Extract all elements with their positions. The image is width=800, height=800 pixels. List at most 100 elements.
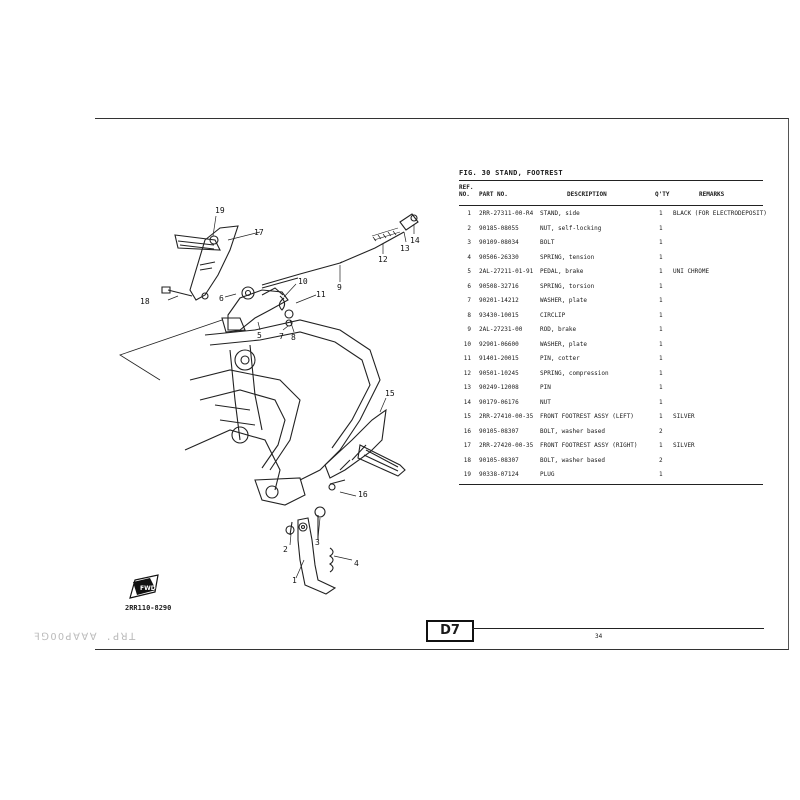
- description-cell: BOLT, washer based: [540, 427, 606, 435]
- parts-table-header: REF. NO. PART NO. DESCRIPTION Q'TY REMAR…: [459, 180, 763, 206]
- faded-bleed-text: ꟻꓨOOꓒꓯꓯꓯ .ꓒꓤꓕ: [34, 632, 137, 643]
- part-no-cell: 2RR-27311-00-R4: [479, 210, 534, 217]
- description-cell: PIN, cotter: [540, 355, 580, 362]
- part-no-cell: 2AL-27231-00: [479, 326, 523, 333]
- qty-cell: 1: [659, 311, 663, 319]
- ref-cell: 10: [463, 340, 471, 348]
- part-no-cell: 90185-08055: [479, 224, 519, 232]
- parts-table: REF. NO. PART NO. DESCRIPTION Q'TY REMAR…: [459, 180, 767, 485]
- qty-cell: 1: [659, 297, 663, 304]
- callout-5: 5: [257, 331, 262, 340]
- part-no-cell: 93430-10015: [479, 311, 519, 319]
- ref-cell: 17: [463, 442, 471, 449]
- part-no-cell: 91401-20015: [479, 355, 519, 362]
- qty-cell: 2: [659, 427, 663, 435]
- callout-1: 1: [292, 576, 297, 585]
- description-cell: WASHER, plate: [540, 340, 587, 348]
- qty-cell: 1: [659, 239, 663, 246]
- ref-cell: 7: [467, 297, 471, 304]
- remarks-cell: SILVER: [673, 442, 695, 449]
- part-no-cell: 90179-06176: [479, 398, 519, 406]
- part-no-cell: 90501-10245: [479, 369, 519, 377]
- description-cell: SPRING, torsion: [540, 282, 595, 290]
- description-cell: FRONT FOOTREST ASSY (LEFT): [540, 413, 634, 420]
- header-description: DESCRIPTION: [567, 191, 607, 198]
- header-part-no: PART NO.: [479, 191, 508, 198]
- callout-14: 14: [410, 236, 420, 245]
- part-no-cell: 92901-06600: [479, 340, 519, 348]
- diagram-code: 2RR110-8290: [125, 604, 172, 612]
- part-no-cell: 90508-32716: [479, 282, 519, 290]
- description-cell: ROD, brake: [540, 326, 577, 333]
- figure-title: FIG. 30 STAND, FOOTREST: [459, 169, 563, 177]
- callout-7: 7: [279, 332, 284, 341]
- table-row: 19 90338-07124 PLUG 1: [459, 467, 763, 482]
- ref-cell: 14: [463, 398, 471, 406]
- callout-15: 15: [385, 389, 395, 398]
- ref-cell: 12: [463, 369, 471, 377]
- qty-cell: 1: [659, 413, 663, 420]
- description-cell: STAND, side: [540, 210, 580, 217]
- callout-9: 9: [337, 283, 342, 292]
- part-no-cell: 90338-07124: [479, 471, 519, 478]
- qty-cell: 1: [659, 355, 663, 362]
- qty-cell: 1: [659, 210, 663, 217]
- ref-cell: 19: [463, 471, 471, 478]
- callout-13: 13: [400, 244, 410, 253]
- description-cell: PIN: [540, 384, 551, 391]
- qty-cell: 1: [659, 471, 663, 478]
- remarks-cell: BLACK (FOR ELECTRODEPOSIT): [673, 210, 767, 217]
- ref-cell: 2: [467, 224, 471, 232]
- qty-cell: 1: [659, 224, 663, 232]
- description-cell: PLUG: [540, 471, 555, 478]
- qty-cell: 1: [659, 253, 663, 261]
- ref-cell: 18: [463, 456, 471, 464]
- ref-cell: 6: [467, 282, 471, 290]
- page-frame: [95, 118, 789, 650]
- qty-cell: 1: [659, 268, 663, 275]
- part-no-cell: 90506-26330: [479, 253, 519, 261]
- description-cell: FRONT FOOTREST ASSY (RIGHT): [540, 442, 638, 449]
- table-row: 6 90508-32716 SPRING, torsion 1: [459, 279, 763, 294]
- ref-cell: 1: [467, 210, 471, 217]
- ref-cell: 16: [463, 427, 471, 435]
- footer-rule: [472, 628, 764, 629]
- remarks-cell: SILVER: [673, 413, 695, 420]
- description-cell: WASHER, plate: [540, 297, 587, 304]
- description-cell: NUT: [540, 398, 551, 406]
- ref-cell: 11: [463, 355, 471, 362]
- callout-6: 6: [219, 294, 224, 303]
- table-row: 17 2RR-27420-00-35 FRONT FOOTREST ASSY (RI…: [459, 438, 763, 453]
- header-qty: Q'TY: [655, 191, 670, 198]
- parts-table-body: 1 2RR-27311-00-R4 STAND, side 1 BLACK (FOR E…: [459, 206, 767, 482]
- part-no-cell: 2RR-27420-00-35: [479, 442, 534, 449]
- callout-19: 19: [215, 206, 225, 215]
- description-cell: CIRCLIP: [540, 311, 566, 319]
- fwd-label: FWD: [140, 585, 156, 592]
- callout-12: 12: [378, 255, 388, 264]
- ref-cell: 3: [467, 239, 471, 246]
- callout-11: 11: [316, 290, 326, 299]
- part-no-cell: 90249-12008: [479, 384, 519, 391]
- qty-cell: 2: [659, 456, 663, 464]
- header-ref: REF. NO.: [459, 184, 474, 198]
- part-no-cell: 90201-14212: [479, 297, 519, 304]
- fwd-arrow-icon: FWD: [129, 574, 159, 599]
- ref-cell: 8: [467, 311, 471, 319]
- qty-cell: 1: [659, 282, 663, 290]
- ref-cell: 9: [467, 326, 471, 333]
- qty-cell: 1: [659, 442, 663, 449]
- table-row: 11 91401-20015 PIN, cotter 1: [459, 351, 763, 366]
- callout-4: 4: [354, 559, 359, 568]
- ref-cell: 5: [467, 268, 471, 275]
